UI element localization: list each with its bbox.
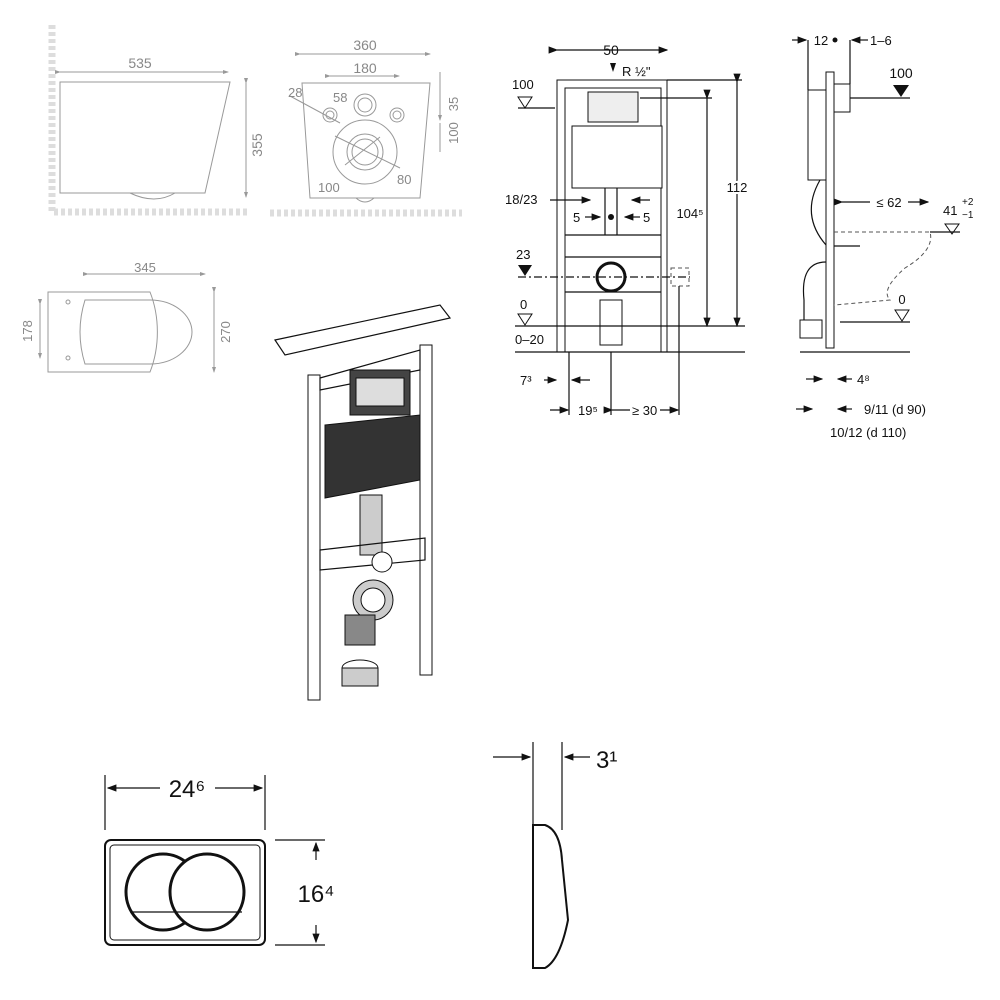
height-total-label: 112 [727,180,748,195]
offset-left-label: 5 [573,210,580,225]
bowl-length-label: 535 [128,55,152,71]
axis-offset-label: 19⁵ [578,403,598,418]
foot-offset-label: 7³ [520,373,532,388]
installation-frame-3d [274,304,452,701]
bolt-spacing-label: 180 [353,60,377,76]
flush-plate-side-view: 3¹ [493,742,617,969]
bowl-projection-label: ≤ 62 [876,195,901,210]
tolerance-minus-label: −1 [962,210,974,221]
bowl-rear-view: 28 58 360 180 35 100 100 80 [270,37,462,217]
bowl-side-view: 535 355 [48,25,265,216]
seat-width-label: 270 [218,321,233,343]
level-drain-label: 23 [516,247,530,262]
level-floor-label: 0 [520,297,527,312]
pipe-d110-label: 10/12 (d 110) [830,425,906,440]
plate-depth-label: 3¹ [596,747,617,774]
seat-length-label: 345 [134,260,156,275]
side-depth-label: 12 [814,33,828,48]
frame-front-view: 50 R ½" 100 18/23 5 5 23 0 0–20 104⁵ 112… [505,42,749,418]
plate-gap-label: 1–6 [870,33,892,48]
seat-height-label: 41 [943,203,957,218]
water-inlet-label: R ½" [622,64,651,79]
socket-distance-label: ≥ 30 [632,403,657,418]
tolerance-plus-label: +2 [962,197,974,208]
bolt-span-label: 178 [20,320,35,342]
side-level-floor-label: 0 [898,292,905,307]
frame-width-label: 50 [603,42,619,58]
pipe-offset-label: 4⁸ [857,372,870,387]
frame-side-view: 12 1–6 100 ≤ 62 41 +2 −1 0 4⁸ 9/11 (d 90… [792,33,974,440]
bracket-label: 18/23 [505,192,538,207]
outlet-outer-label: 100 [318,180,340,195]
plate-height-label: 16⁴ [297,881,334,908]
offset-right-label: 5 [643,210,650,225]
side-level-top-label: 100 [889,65,913,81]
height-inner-label: 104⁵ [676,206,703,221]
offset-label: 35 [446,97,461,111]
bolt-hole-label: 28 [288,85,302,100]
bowl-top-view: 345 178 270 [20,260,233,373]
flush-plate-front-view: 24⁶ 16⁴ [104,775,335,946]
level-top-label: 100 [512,77,534,92]
outlet-inner-label: 80 [397,172,411,187]
inlet-label: 58 [333,90,347,105]
pipe-d90-label: 9/11 (d 90) [864,402,926,417]
bowl-height-label: 355 [249,133,265,157]
floor-range-label: 0–20 [515,332,544,347]
vertical-spacing-label: 100 [446,122,461,144]
plate-width-label: 24⁶ [169,776,206,803]
rear-width-label: 360 [353,37,377,53]
